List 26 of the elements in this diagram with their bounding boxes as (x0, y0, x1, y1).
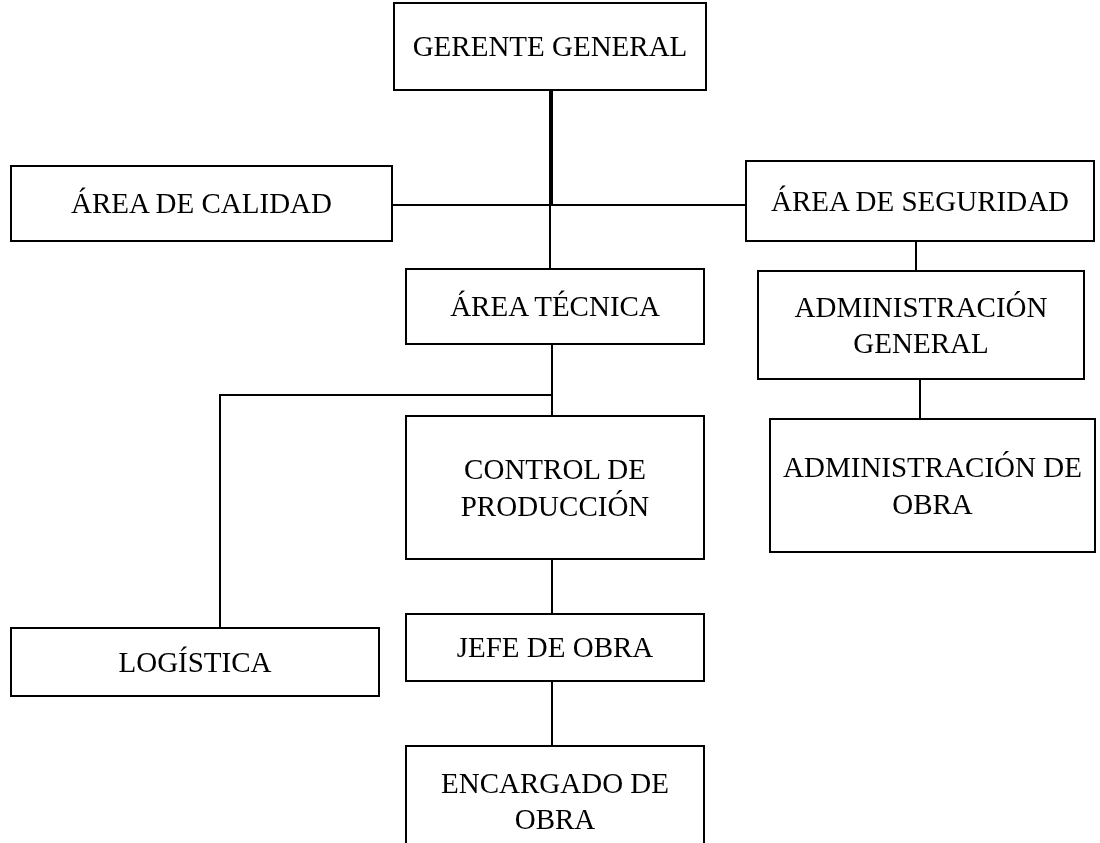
org-box (405, 745, 705, 843)
box-label: CONTROL DE PRODUCCIÓN (459, 452, 651, 524)
org-box (405, 415, 705, 560)
org-box (745, 160, 1095, 242)
org-box (757, 270, 1085, 380)
connector-line (919, 379, 921, 419)
org-box (405, 268, 705, 345)
box-label: ENCARGADO DE OBRA (440, 765, 670, 837)
org-box (405, 613, 705, 682)
connector-line (551, 681, 553, 746)
box-label: GERENTE GENERAL (412, 29, 688, 65)
box-label: ADMINISTRACIÓN GENERAL (793, 289, 1049, 361)
connector-line (551, 559, 553, 614)
box-label: ÁREA TÉCNICA (450, 289, 660, 325)
org-box (393, 2, 707, 91)
org-box (769, 418, 1096, 553)
box-label: LOGÍSTICA (118, 644, 272, 680)
box-label: JEFE DE OBRA (456, 630, 654, 666)
connector-line (915, 241, 917, 271)
box-label: ÁREA DE CALIDAD (71, 186, 332, 222)
box-label: ADMINISTRACIÓN DE OBRA (782, 450, 1083, 522)
box-label: ÁREA DE SEGURIDAD (770, 183, 1070, 219)
connector-line (549, 90, 551, 269)
org-box (10, 627, 380, 697)
org-box (10, 165, 393, 242)
connector-line (551, 90, 746, 206)
